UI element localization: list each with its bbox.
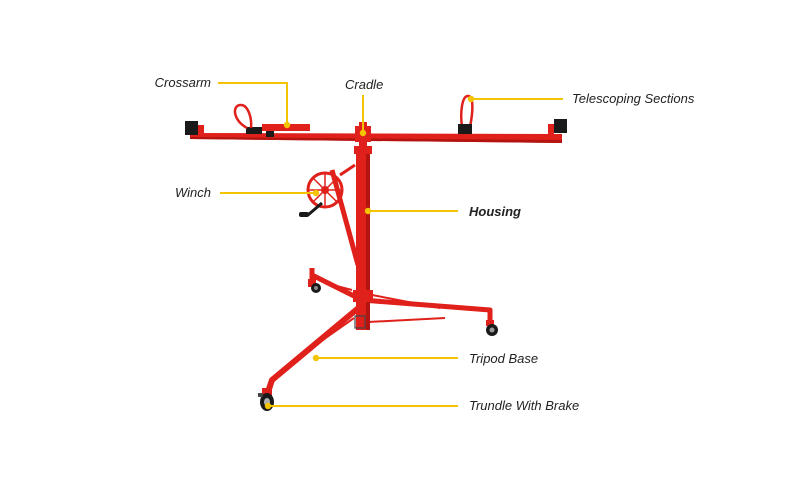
label-trundle-with-brake: Trundle With Brake xyxy=(469,398,579,413)
caster-right xyxy=(486,320,498,336)
tripod-leg-right xyxy=(361,297,493,322)
crossarm-assembly xyxy=(185,94,567,143)
winch-arm xyxy=(329,169,361,266)
labels: Crossarm Cradle Telescoping Sections Win… xyxy=(155,75,695,413)
brace-right xyxy=(371,294,441,309)
leader-lines xyxy=(218,82,563,407)
mast-base-collar xyxy=(353,290,373,302)
leader-crossarm xyxy=(218,82,288,125)
label-housing: Housing xyxy=(469,204,521,219)
leader-dots xyxy=(264,95,475,410)
brace-right-low xyxy=(367,317,446,323)
label-crossarm: Crossarm xyxy=(155,75,212,90)
end-cap-left xyxy=(185,121,204,135)
handle-loop-right xyxy=(460,94,474,128)
caster-back xyxy=(308,279,321,293)
tripod-leg-front xyxy=(265,302,364,393)
caster-wheels xyxy=(258,279,498,411)
mast-top-collar xyxy=(354,146,372,154)
dot-housing xyxy=(364,207,372,215)
pulley-block xyxy=(354,315,366,329)
brake-pedal xyxy=(258,393,263,397)
label-winch: Winch xyxy=(175,185,211,200)
crossarm-clamp-left xyxy=(246,127,262,134)
crossarm-clamp-right xyxy=(458,124,472,134)
brace-back xyxy=(324,282,353,291)
housing-mast xyxy=(353,140,373,330)
handle-loop-left xyxy=(233,103,253,130)
dot-cradle xyxy=(359,129,367,137)
dot-trundle xyxy=(264,402,272,410)
tripod-base xyxy=(265,268,493,393)
label-cradle: Cradle xyxy=(345,77,383,92)
label-telescoping-sections: Telescoping Sections xyxy=(572,91,695,106)
end-cap-right xyxy=(548,119,567,134)
dot-winch xyxy=(312,189,320,197)
winch xyxy=(299,163,361,266)
dot-telescoping xyxy=(467,95,475,103)
brace-front xyxy=(299,317,355,357)
label-tripod-base: Tripod Base xyxy=(469,351,538,366)
dot-crossarm xyxy=(283,121,291,129)
winch-handle xyxy=(307,201,323,217)
dot-tripod xyxy=(312,354,320,362)
